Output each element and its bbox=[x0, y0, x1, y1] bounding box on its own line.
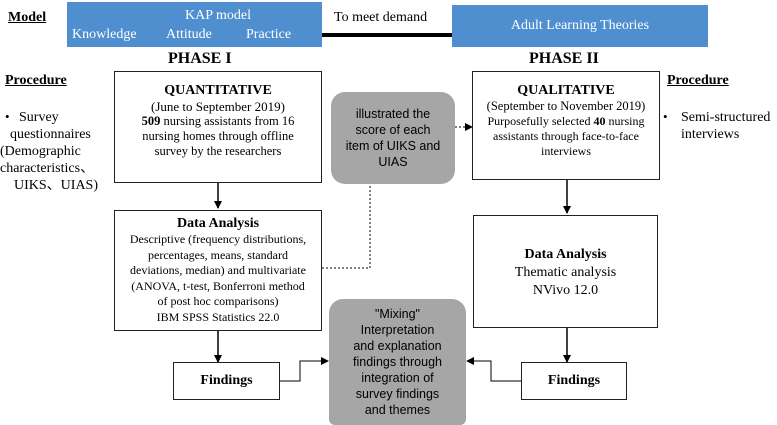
dotted-link-da-gray bbox=[322, 183, 371, 269]
illustrated-line: score of each bbox=[355, 123, 431, 137]
data-analysis-left-box: Data Analysis Descriptive (frequency dis… bbox=[114, 210, 322, 331]
qualitative-line3: interviews bbox=[541, 144, 591, 158]
quantitative-box: QUANTITATIVE (June to September 2019) 50… bbox=[114, 71, 322, 183]
adult-learning-text: Adult Learning Theories bbox=[510, 18, 650, 33]
data-analysis-right-line: NVivo 12.0 bbox=[532, 283, 599, 298]
mixing-box: "Mixing" Interpretation and explanation … bbox=[329, 299, 466, 425]
findings-left-label: Findings bbox=[200, 373, 253, 388]
procedure-left-text: Survey questionnaires (Demographic chara… bbox=[0, 109, 98, 194]
quantitative-line1: 509 nursing assistants from 16 bbox=[115, 114, 321, 129]
procedure-left-line: characteristics、 bbox=[0, 161, 95, 176]
mixing-line: "Mixing" bbox=[374, 307, 420, 321]
mixing-line: Interpretation bbox=[360, 323, 435, 337]
data-analysis-left-line: (ANOVA, t-test, Bonferroni method bbox=[131, 278, 305, 293]
mixing-line: integration of bbox=[361, 371, 434, 385]
data-analysis-left-line: deviations, median) and multivariate bbox=[130, 263, 306, 277]
kap-attitude: Attitude bbox=[166, 27, 212, 42]
data-analysis-left-line: percentages, means, standard bbox=[148, 247, 288, 262]
procedure-right-line: Semi-structured bbox=[681, 110, 771, 125]
qualitative-box: QUALITATIVE (September to November 2019)… bbox=[472, 71, 660, 180]
procedure-left-bullet: • bbox=[5, 109, 10, 124]
quantitative-line3: survey by the researchers bbox=[154, 144, 282, 158]
qualitative-line1: Purposefully selected 40 nursing bbox=[473, 114, 659, 129]
model-label: Model bbox=[8, 10, 47, 25]
illustrated-score-box: illustrated the score of each item of UI… bbox=[331, 92, 455, 184]
qualitative-title: QUALITATIVE bbox=[517, 83, 615, 98]
data-analysis-left-line: of post hoc comparisons) bbox=[157, 294, 279, 308]
quantitative-title: QUANTITATIVE bbox=[164, 83, 272, 98]
findings-right-box: Findings bbox=[521, 362, 627, 400]
kap-model-box: KAP model Knowledge Attitude Practice bbox=[67, 2, 322, 47]
adult-learning-box: Adult Learning Theories bbox=[452, 5, 708, 47]
illustrated-line: UIAS bbox=[378, 155, 408, 169]
illustrated-line: illustrated the bbox=[355, 107, 431, 121]
kap-title: KAP model bbox=[185, 8, 251, 23]
procedure-right-line: interviews bbox=[681, 127, 740, 142]
mixing-line: findings through bbox=[353, 355, 442, 369]
data-analysis-left-line: Descriptive (frequency distributions, bbox=[129, 232, 307, 246]
procedure-left-label: Procedure bbox=[5, 73, 67, 88]
qualitative-line2: assistants through face-to-face bbox=[493, 129, 639, 143]
data-analysis-left-title: Data Analysis bbox=[176, 216, 260, 231]
qualitative-line1-pre: Purposefully selected bbox=[487, 114, 594, 128]
procedure-right-text: Semi-structured interviews bbox=[681, 109, 770, 143]
findings-right-label: Findings bbox=[547, 373, 601, 388]
elbow-findings-left-to-mixing bbox=[280, 357, 329, 382]
procedure-left-line: Survey bbox=[19, 110, 59, 125]
to-meet-demand-label: To meet demand bbox=[334, 10, 428, 25]
procedure-left-line: UIKS、UIAS) bbox=[14, 178, 98, 193]
phase1-title: PHASE I bbox=[168, 50, 232, 67]
phase2-title: PHASE II bbox=[529, 50, 599, 67]
findings-left-box: Findings bbox=[173, 362, 280, 400]
elbow-findings-right-to-mixing bbox=[466, 357, 521, 382]
procedure-left-line: questionnaires bbox=[10, 127, 91, 142]
quantitative-count: 509 bbox=[141, 114, 161, 128]
data-analysis-left-line: IBM SPSS Statistics 22.0 bbox=[156, 309, 280, 324]
mixing-line: survey findings bbox=[355, 387, 440, 401]
quantitative-line2: nursing homes through offline bbox=[142, 129, 294, 143]
procedure-right-bullet: • bbox=[663, 109, 668, 124]
qualitative-dates: (September to November 2019) bbox=[486, 99, 646, 113]
qualitative-count: 40 bbox=[593, 114, 606, 128]
mixing-line: and themes bbox=[364, 403, 431, 417]
quantitative-line1-rest: nursing assistants from 16 bbox=[160, 114, 295, 128]
data-analysis-right-title: Data Analysis bbox=[524, 247, 607, 262]
illustrated-line: item of UIKS and bbox=[345, 139, 441, 153]
mixing-line: and explanation bbox=[353, 339, 442, 353]
kap-knowledge: Knowledge bbox=[72, 27, 137, 42]
qualitative-line1-post: nursing bbox=[605, 114, 645, 128]
data-analysis-right-box: Data Analysis Thematic analysis NVivo 12… bbox=[473, 215, 658, 328]
data-analysis-right-line: Thematic analysis bbox=[514, 265, 617, 280]
procedure-right-label: Procedure bbox=[667, 73, 729, 88]
kap-practice: Practice bbox=[246, 27, 292, 42]
procedure-left-line: (Demographic bbox=[0, 144, 81, 159]
quantitative-dates: (June to September 2019) bbox=[151, 99, 285, 114]
